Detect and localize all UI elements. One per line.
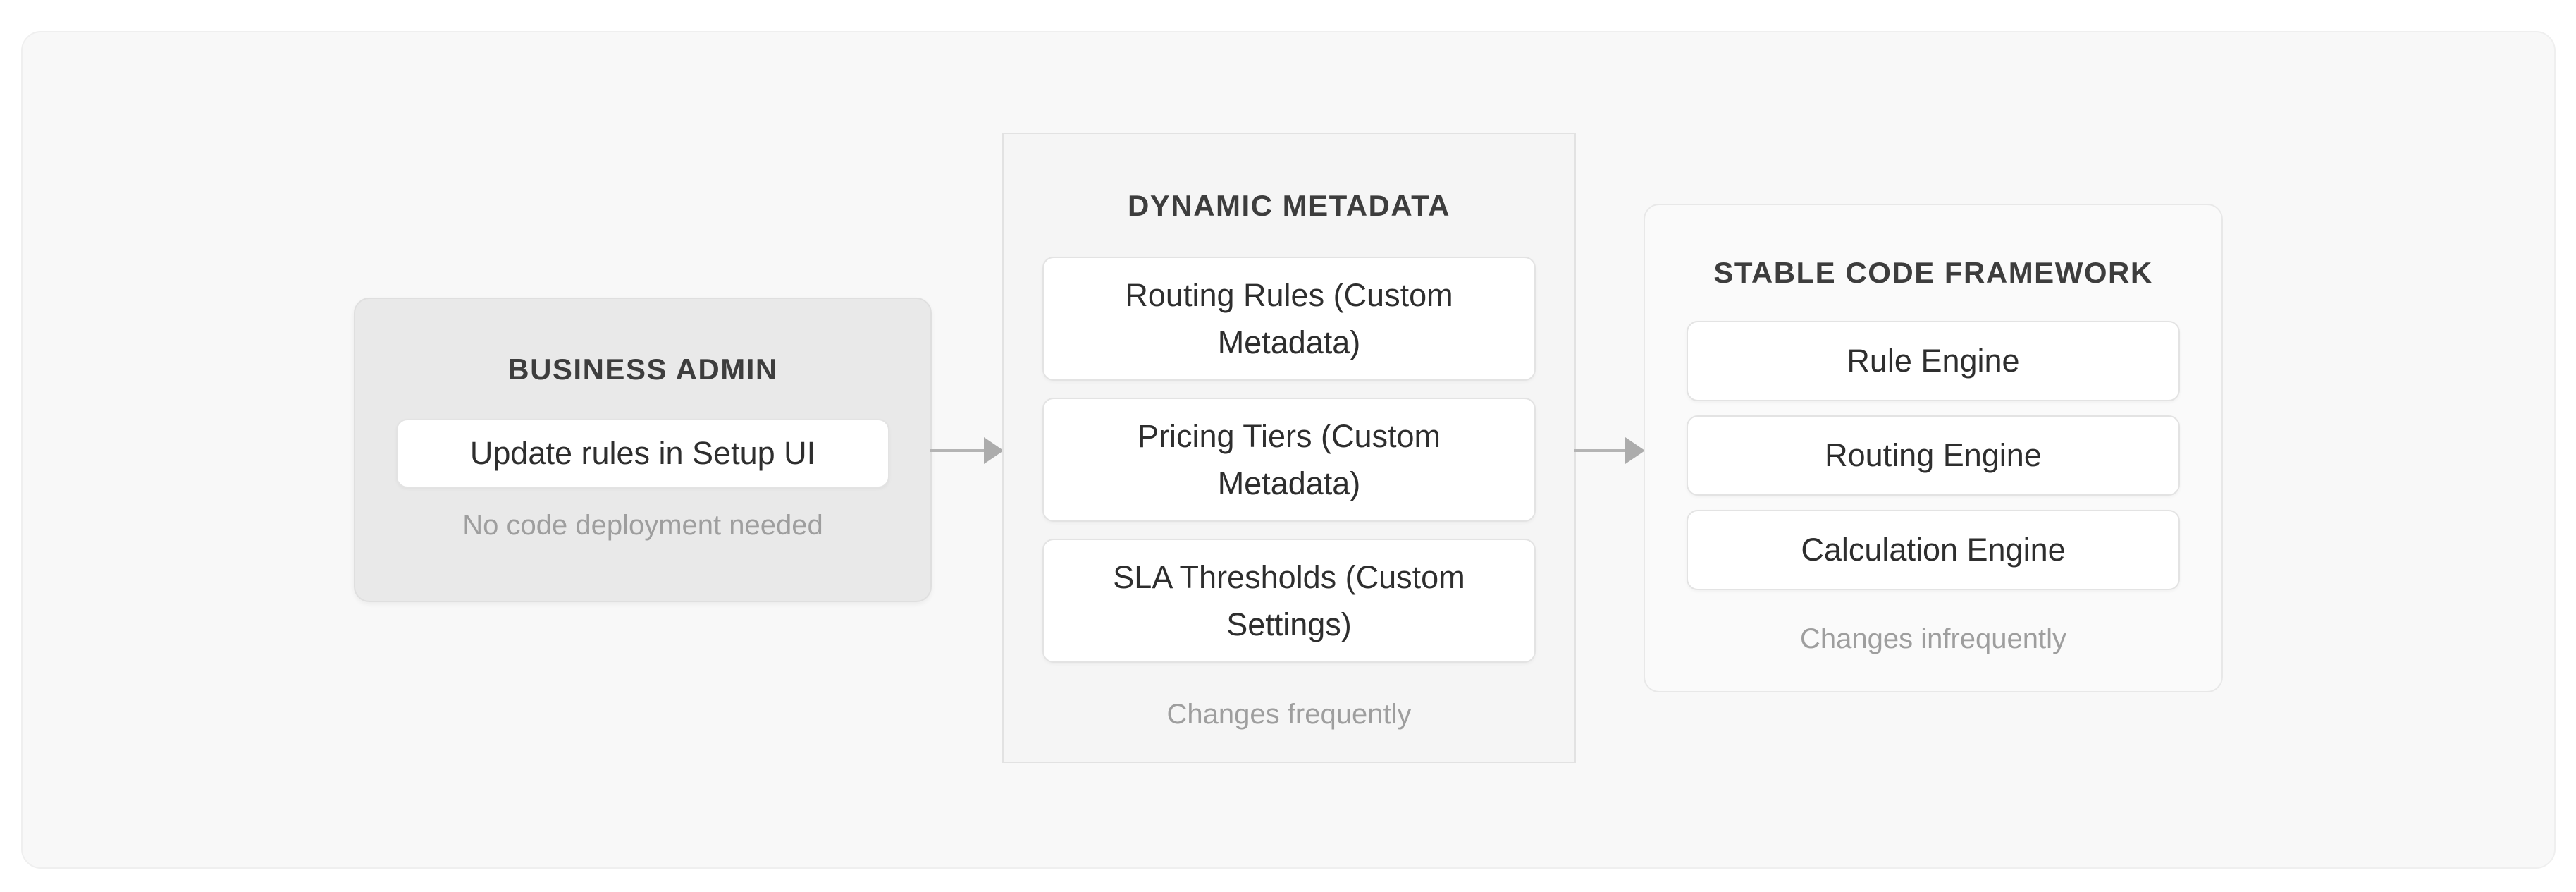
arrow-line xyxy=(930,449,984,452)
node-label: Rule Engine xyxy=(1847,343,2020,379)
node-label: SLA Thresholds (Custom Settings) xyxy=(1113,558,1465,643)
node-label: Update rules in Setup UI xyxy=(469,435,816,472)
node-label: Pricing Tiers (Custom Metadata) xyxy=(1137,417,1441,502)
node-stack-stable-code-framework: Rule Engine Routing Engine Calculation E… xyxy=(1687,321,2180,590)
node-routing-rules: Routing Rules (Custom Metadata) xyxy=(1042,257,1536,381)
node-pricing-tiers: Pricing Tiers (Custom Metadata) xyxy=(1042,398,1536,522)
node-rule-engine: Rule Engine xyxy=(1687,321,2180,401)
group-title-dynamic-metadata: DYNAMIC METADATA xyxy=(1128,189,1450,222)
node-label: Calculation Engine xyxy=(1801,532,2066,568)
node-calculation-engine: Calculation Engine xyxy=(1687,510,2180,590)
node-stack-dynamic-metadata: Routing Rules (Custom Metadata) Pricing … xyxy=(1042,257,1536,663)
node-sla-thresholds: SLA Thresholds (Custom Settings) xyxy=(1042,539,1536,663)
arrow-right-icon xyxy=(984,437,1004,464)
node-label: Routing Engine xyxy=(1825,437,2042,474)
node-update-rules-in-setup-ui: Update rules in Setup UI xyxy=(396,419,889,488)
arrow-line xyxy=(1574,449,1625,452)
group-business-admin: BUSINESS ADMIN Update rules in Setup UI … xyxy=(354,298,932,602)
group-stable-code-framework: STABLE CODE FRAMEWORK Rule Engine Routin… xyxy=(1644,204,2223,692)
group-title-stable-code-framework: STABLE CODE FRAMEWORK xyxy=(1713,256,2153,289)
note-business-admin: No code deployment needed xyxy=(462,510,823,541)
note-stable-code-framework: Changes infrequently xyxy=(1799,623,2067,654)
arrow-metadata-to-framework xyxy=(1574,435,1645,466)
group-dynamic-metadata: DYNAMIC METADATA Routing Rules (Custom M… xyxy=(1002,133,1576,763)
node-label: Routing Rules (Custom Metadata) xyxy=(1125,276,1453,361)
group-title-business-admin: BUSINESS ADMIN xyxy=(507,353,778,386)
node-routing-engine: Routing Engine xyxy=(1687,415,2180,496)
note-dynamic-metadata: Changes frequently xyxy=(1166,699,1412,730)
outer-panel: BUSINESS ADMIN Update rules in Setup UI … xyxy=(21,31,2556,869)
arrow-right-icon xyxy=(1625,437,1645,464)
arrow-business-to-metadata xyxy=(930,435,1004,466)
